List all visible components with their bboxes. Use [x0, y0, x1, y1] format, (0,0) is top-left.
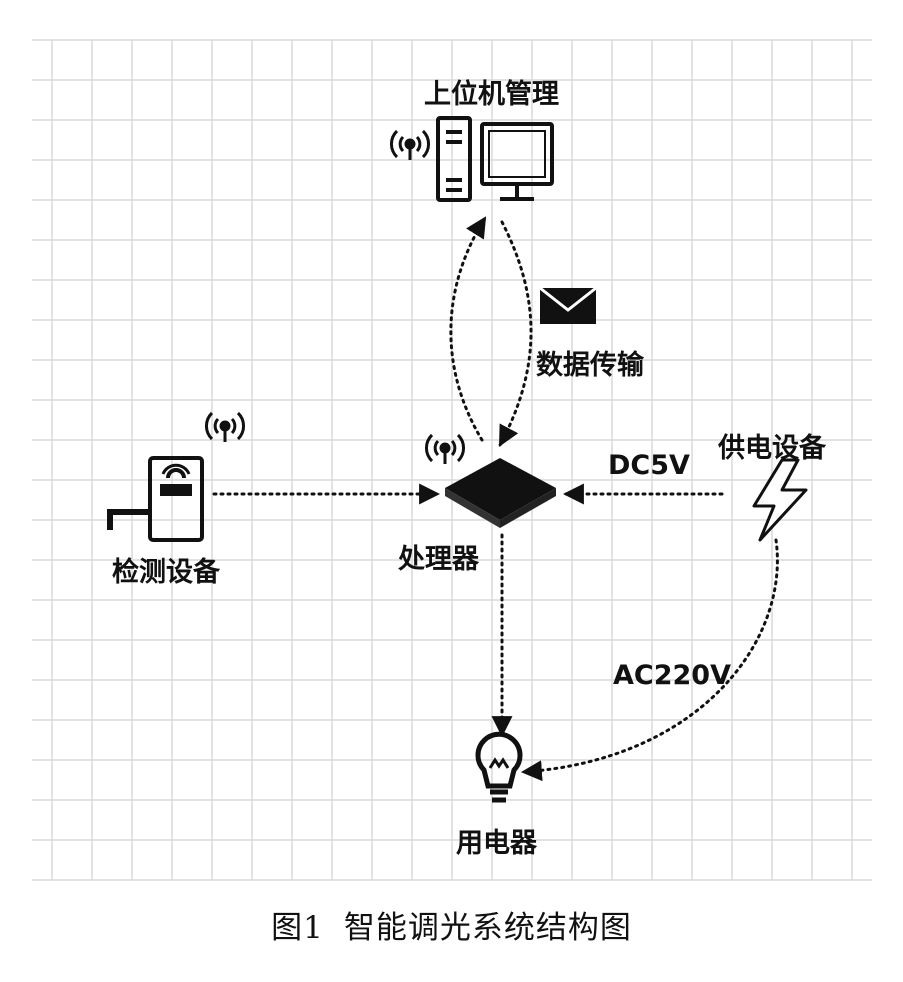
edge-processor-to-host [449, 216, 487, 442]
edge-label-dc: DC5V [608, 450, 690, 481]
lightning-icon [752, 458, 808, 542]
edge-host-to-processor [498, 220, 533, 447]
figure-caption: 图1 智能调光系统结构图 [0, 902, 903, 947]
wireless-signal-icon [425, 433, 465, 464]
edge-label-data-transfer: 数据传输 [536, 350, 644, 381]
lightbulb-icon [475, 731, 523, 803]
chip-icon [445, 458, 556, 528]
desktop-computer-icon [436, 116, 554, 202]
figure-title: 智能调光系统结构图 [343, 910, 632, 946]
node-label-appliance: 用电器 [456, 828, 537, 859]
envelope-icon [539, 286, 597, 324]
wireless-signal-icon [205, 411, 245, 442]
edge-power-to-appliance [520, 538, 779, 782]
wireless-signal-icon [390, 129, 430, 160]
sensor-device-icon [107, 456, 204, 542]
background-grid [32, 39, 872, 881]
node-label-host: 上位机管理 [424, 79, 559, 110]
edge-label-ac: AC220V [613, 660, 731, 691]
node-label-power: 供电设备 [718, 433, 826, 464]
figure-number: 图1 [271, 910, 324, 946]
node-label-detector: 检测设备 [112, 557, 220, 588]
node-label-processor: 处理器 [398, 544, 479, 575]
